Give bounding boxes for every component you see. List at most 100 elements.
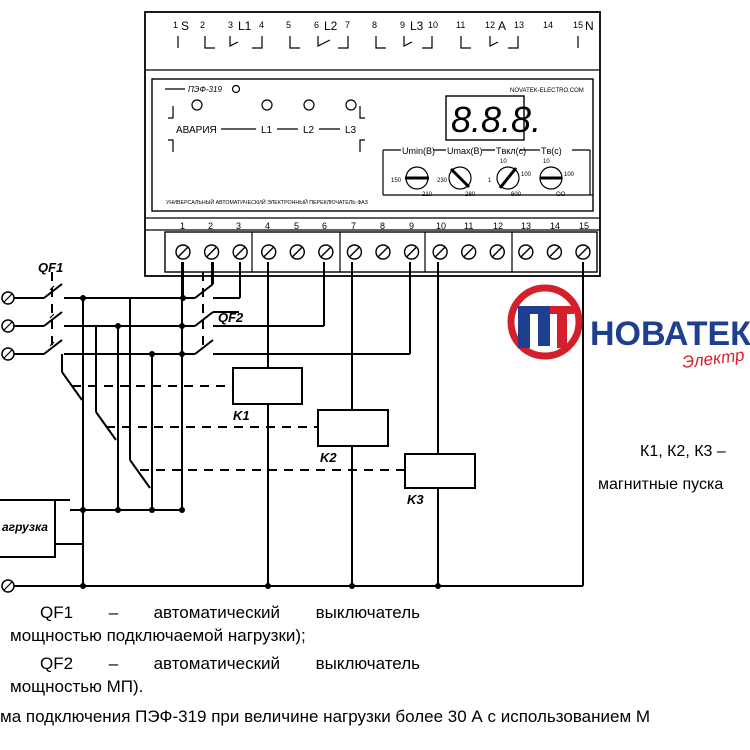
bottom-terminal: 3 — [236, 221, 241, 231]
screw-slot — [520, 246, 532, 258]
bottom-terminal: 7 — [351, 221, 356, 231]
legend-qf2: QF2 – автоматический выключатель мощност… — [10, 652, 420, 698]
device-housing — [144, 11, 601, 277]
front-panel: ПЭФ-319 NOVATEK-ELECTRO.COM УНИВЕРСАЛЬНЫ… — [165, 84, 593, 206]
knob-tick: 230 — [437, 178, 448, 184]
knob-tick: OO — [556, 192, 566, 198]
coil-k1 — [232, 367, 303, 405]
bottom-terminal: 10 — [436, 221, 446, 231]
top-terminal: 7 — [345, 20, 350, 30]
screw-slot — [434, 246, 446, 258]
knob-ton-icon[interactable] — [496, 166, 520, 190]
terminal-screws — [175, 244, 591, 260]
screw-slot — [377, 246, 389, 258]
bottom-terminal: 4 — [265, 221, 270, 231]
top-terminal: 2 — [200, 20, 205, 30]
knob-tick: 600 — [511, 192, 522, 198]
alarm-label: АВАРИЯ — [176, 125, 217, 136]
screw-slot — [291, 246, 303, 258]
bottom-terminal: 5 — [294, 221, 299, 231]
coils: K1 K2 K3 — [232, 367, 476, 507]
screw-slot — [548, 246, 560, 258]
top-terminal: 3 — [228, 20, 233, 30]
screw-slot — [406, 246, 418, 258]
knob-umax-icon[interactable] — [448, 166, 472, 190]
l1-led-icon — [261, 99, 273, 111]
screw-slot — [263, 246, 275, 258]
figure-caption: ма подключения ПЭФ-319 при величине нагр… — [0, 707, 651, 726]
model-name: ПЭФ-319 — [188, 85, 222, 94]
bottom-terminal: 1 — [180, 221, 185, 231]
l3-label: L3 — [345, 125, 357, 136]
bottom-terminal: 11 — [464, 221, 473, 231]
qf2-label: QF2 — [218, 310, 244, 325]
logo-brand-text: НОВАТЕК — [590, 315, 750, 353]
screw-slot — [320, 246, 332, 258]
knob-tick: 1 — [488, 178, 492, 184]
legend-line: мощностью МП). — [10, 677, 144, 696]
load-label: агрузка — [2, 520, 48, 534]
top-terminal: 15 — [573, 20, 583, 30]
qf1-label: QF1 — [38, 260, 63, 275]
brand-mark-icon — [231, 84, 241, 94]
bottom-terminal: 15 — [579, 221, 589, 231]
knob-tick: 10 — [543, 159, 550, 165]
k1-label: K1 — [233, 408, 250, 423]
alarm-led-icon — [191, 99, 203, 111]
legend-line: мощностью подключаемой нагрузки); — [10, 626, 306, 645]
l2-label: L2 — [303, 125, 315, 136]
top-terminal: L1 — [238, 19, 252, 33]
top-terminal: 1 — [173, 20, 178, 30]
screw-slot — [234, 246, 246, 258]
l2-led-icon — [303, 99, 315, 111]
website-label: NOVATEK-ELECTRO.COM — [510, 88, 584, 94]
top-terminal: 14 — [543, 20, 553, 30]
contactors-note-2: магнитные пуска — [598, 476, 724, 493]
k3-label: K3 — [407, 492, 424, 507]
knob-tick: 150 — [391, 178, 402, 184]
screw-slot — [577, 246, 589, 258]
load-box: агрузка — [0, 499, 56, 558]
screw-slot — [491, 246, 503, 258]
legend-word: автоматический — [153, 603, 281, 622]
legend-word: автоматический — [153, 654, 281, 673]
top-terminal: 6 — [314, 20, 319, 30]
k2-label: K2 — [320, 450, 337, 465]
top-terminal: L3 — [410, 19, 424, 33]
logo-ring-icon — [507, 284, 583, 360]
legend-word: выключатель — [315, 654, 420, 673]
bottom-terminal: 9 — [409, 221, 414, 231]
bottom-terminal: 8 — [380, 221, 385, 231]
bottom-terminal: 12 — [493, 221, 503, 231]
legend-dash: – — [108, 654, 119, 673]
screw-slot — [348, 246, 360, 258]
l3-led-icon — [345, 99, 357, 111]
knob-tick: 210 — [422, 192, 433, 198]
bottom-terminal: 6 — [322, 221, 327, 231]
top-terminal: 9 — [400, 20, 405, 30]
top-terminal-labels: 1 S 2 3 L1 4 5 6 L2 7 8 9 L3 10 11 12 A … — [173, 19, 594, 33]
knob-tick: 10 — [500, 159, 507, 165]
legend-qf1: QF1 – автоматический выключатель мощност… — [10, 601, 420, 647]
knob-label-umin: Umin(В) — [402, 146, 435, 156]
contactors-note: К1, К2, К3 – — [640, 443, 726, 460]
top-terminal: A — [498, 19, 506, 33]
top-terminal: 8 — [372, 20, 377, 30]
screw-slot — [463, 246, 475, 258]
relay-contact-symbols — [177, 36, 579, 49]
top-terminal: 11 — [456, 20, 465, 30]
coil-k3 — [404, 453, 476, 489]
top-terminal: L2 — [324, 19, 338, 33]
top-terminal: 10 — [428, 20, 438, 30]
screw-slot — [177, 246, 189, 258]
legend-dash: – — [108, 603, 119, 622]
legend-term: QF1 — [40, 603, 74, 622]
legend-word: выключатель — [315, 603, 420, 622]
top-terminal: S — [181, 19, 189, 33]
knob-tick: 100 — [521, 172, 532, 178]
top-terminal: 13 — [514, 20, 524, 30]
bottom-terminal: 13 — [521, 221, 531, 231]
wiring — [1, 262, 584, 593]
l1-label: L1 — [261, 125, 273, 136]
